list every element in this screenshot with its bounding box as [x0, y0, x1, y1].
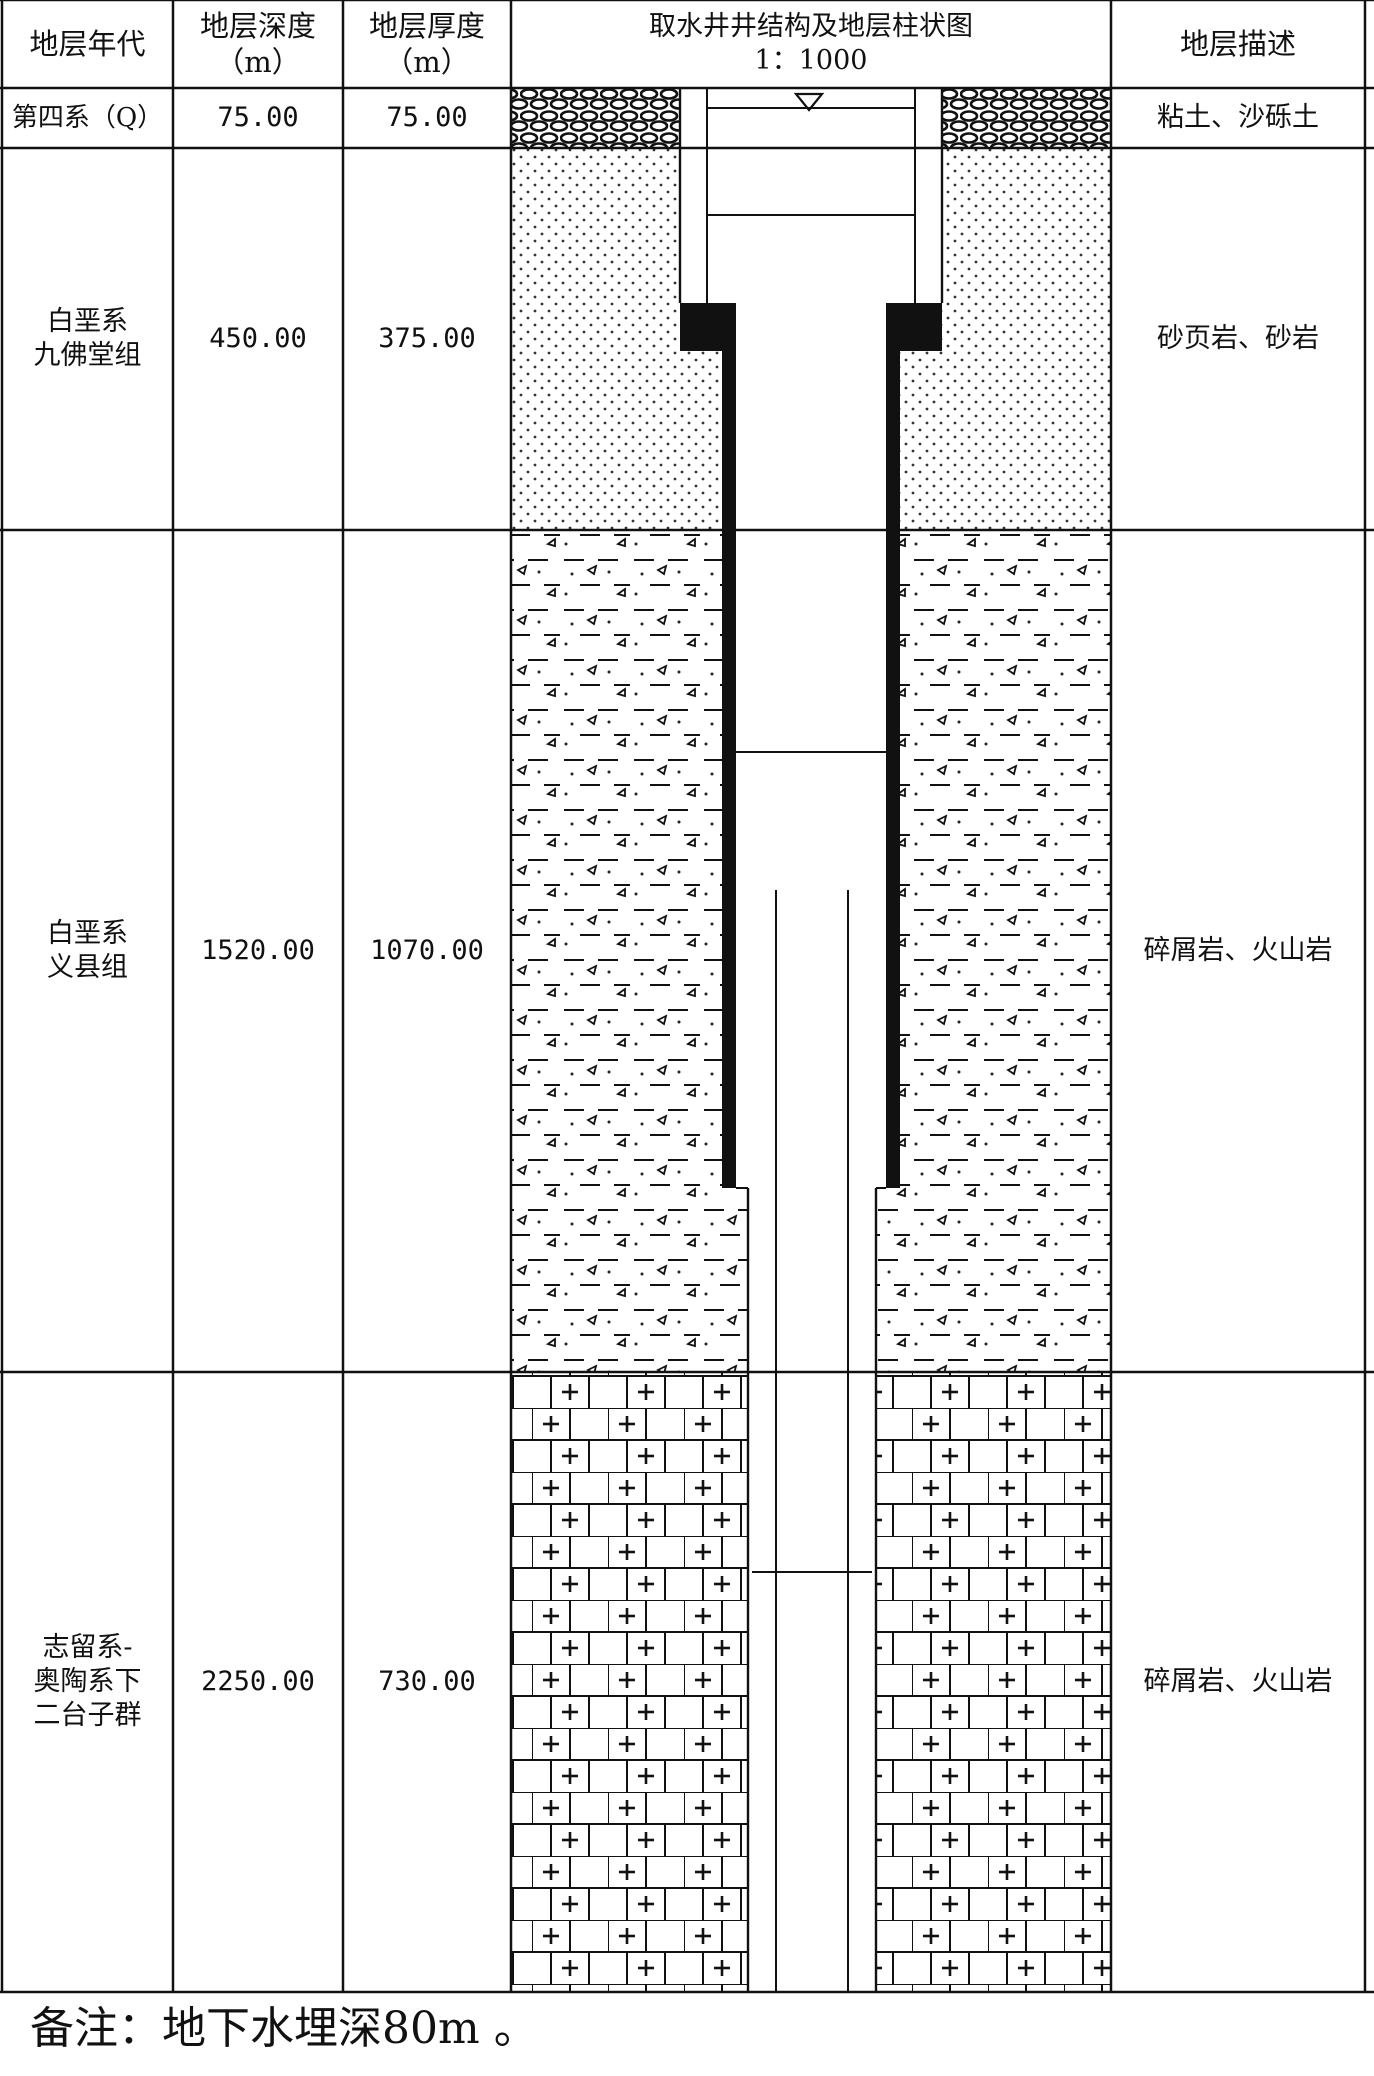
cement-collar-left: [680, 303, 730, 351]
cement-collar-right: [892, 303, 942, 351]
depth-cell: 1520.00: [201, 935, 315, 967]
header-description: 地层描述: [1179, 26, 1296, 61]
thickness-cell: 375.00: [378, 323, 476, 355]
description-cell: 砂页岩、砂岩: [1157, 323, 1319, 355]
header-thickness: 地层厚度 （m）: [368, 8, 485, 79]
table-grid: [0, 0, 1374, 1994]
era-cell-ertaizi: 志留系- 奥陶系下 二台子群: [33, 1632, 142, 1731]
remark-note: 备注：地下水埋深80m 。: [30, 2003, 538, 2054]
header-era: 地层年代: [29, 26, 146, 61]
casing-left: [722, 303, 736, 1188]
well-structure: [678, 88, 944, 1992]
description-cell: 碎屑岩、火山岩: [1143, 1666, 1333, 1698]
depth-cell: 2250.00: [201, 1666, 315, 1698]
well-bore-upper: [680, 88, 942, 303]
depth-cell: 450.00: [209, 323, 307, 355]
description-cell: 粘土、沙砾土: [1157, 102, 1319, 134]
water-level-icon: [793, 92, 825, 112]
casing-right: [886, 303, 900, 1188]
depth-cell: 75.00: [217, 102, 299, 134]
header-column: 取水井井结构及地层柱状图 1：1000: [649, 11, 973, 76]
well-bore-middle: [730, 303, 892, 1188]
thickness-cell: 1070.00: [370, 935, 484, 967]
header-depth: 地层深度 （m）: [199, 8, 316, 79]
thickness-cell: 730.00: [378, 1666, 476, 1698]
thickness-cell: 75.00: [386, 102, 468, 134]
era-cell-yixian: 白垩系 义县组: [47, 918, 128, 983]
description-cell: 碎屑岩、火山岩: [1143, 935, 1333, 967]
era-cell-jiufotang: 白垩系 九佛堂组: [33, 306, 142, 371]
open-hole: [748, 1188, 876, 1992]
era-cell-quaternary: 第四系（Q）: [11, 102, 164, 133]
